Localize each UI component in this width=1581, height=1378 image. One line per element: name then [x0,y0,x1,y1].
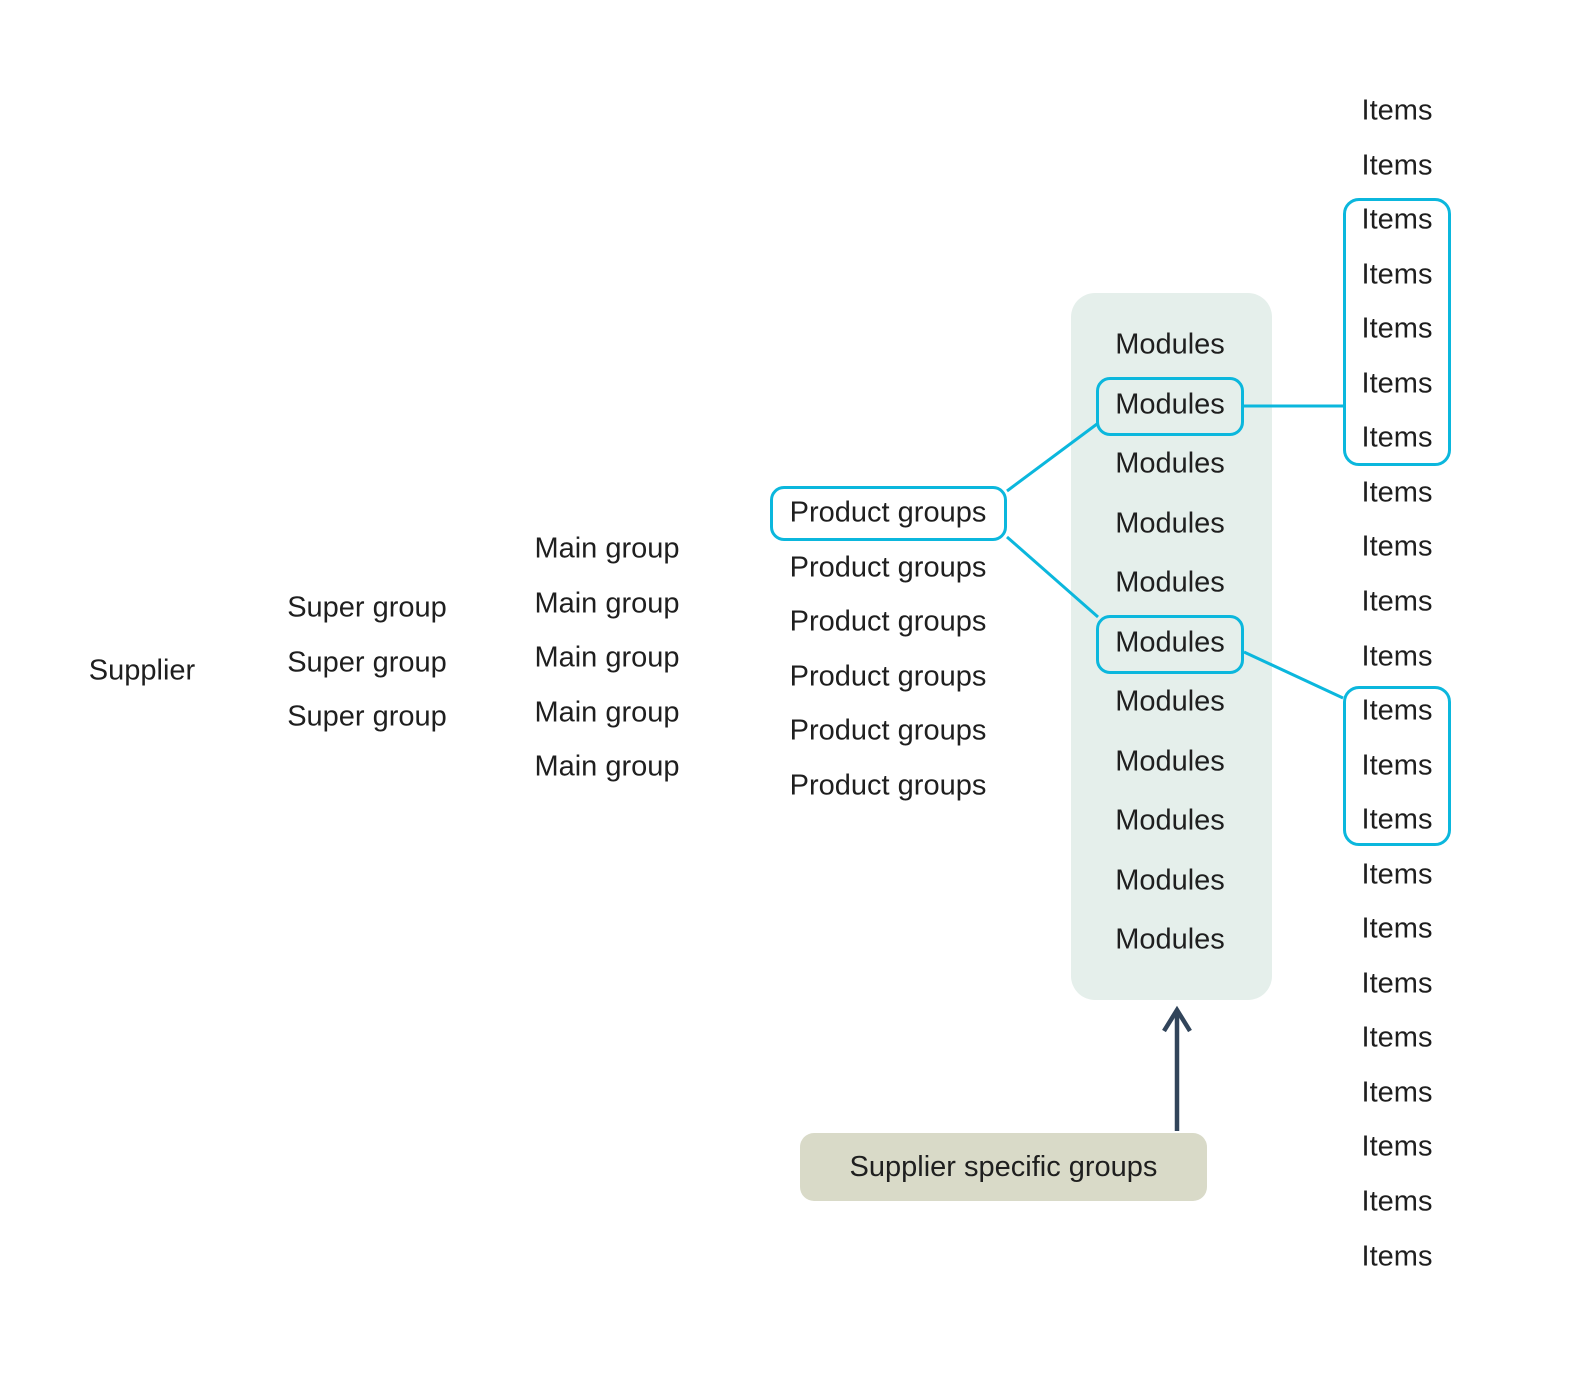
modules-panel [1071,293,1272,1000]
product-groups-label: Product groups [789,605,987,638]
modules-label: Modules [1115,685,1225,718]
items-label: Items [1361,367,1433,400]
items-label: Items [1361,967,1433,1000]
modules-label: Modules [1115,863,1225,896]
items-label: Items [1361,257,1433,290]
main-group-label: Main group [534,641,680,674]
modules-label: Modules [1115,506,1225,539]
modules-label: Modules [1115,804,1225,837]
items-label: Items [1361,585,1433,618]
items-label: Items [1361,203,1433,236]
product-groups-label: Product groups [789,550,987,583]
product-group-highlight-box [770,486,1007,541]
super-group-label: Super group [287,700,447,733]
items-group-box-2 [1343,686,1451,846]
items-label: Items [1361,1185,1433,1218]
main-group-label: Main group [534,750,680,783]
items-label: Items [1361,1130,1433,1163]
module-highlight-box-1 [1096,377,1244,436]
supplier-label: Supplier [88,654,196,687]
items-label: Items [1361,94,1433,127]
main-group-label: Main group [534,696,680,729]
items-group-box-1 [1343,198,1451,466]
modules-label: Modules [1115,387,1225,420]
modules-label: Modules [1115,625,1225,658]
modules-label: Modules [1115,923,1225,956]
super-group-label: Super group [287,645,447,678]
super-group-label: Super group [287,591,447,624]
modules-label: Modules [1115,328,1225,361]
items-label: Items [1361,421,1433,454]
items-label: Items [1361,476,1433,509]
modules-label: Modules [1115,744,1225,777]
items-label: Items [1361,1239,1433,1272]
items-label: Items [1361,803,1433,836]
main-group-label: Main group [534,532,680,565]
items-label: Items [1361,148,1433,181]
items-label: Items [1361,312,1433,345]
items-label: Items [1361,1076,1433,1109]
product-groups-label: Product groups [789,769,987,802]
annotation-arrow-head [1162,1005,1192,1033]
main-group-label: Main group [534,586,680,619]
items-label: Items [1361,912,1433,945]
items-label: Items [1361,639,1433,672]
supplier-specific-groups-box: Supplier specific groups [800,1133,1207,1201]
modules-label: Modules [1115,566,1225,599]
items-label: Items [1361,748,1433,781]
module-highlight-box-2 [1096,615,1244,674]
items-label: Items [1361,694,1433,727]
product-groups-label: Product groups [789,714,987,747]
items-label: Items [1361,858,1433,891]
modules-label: Modules [1115,447,1225,480]
items-label: Items [1361,530,1433,563]
items-label: Items [1361,1021,1433,1054]
product-groups-label: Product groups [789,660,987,693]
product-groups-label: Product groups [789,496,987,529]
supplier-specific-groups-label: Supplier specific groups [849,1150,1158,1183]
